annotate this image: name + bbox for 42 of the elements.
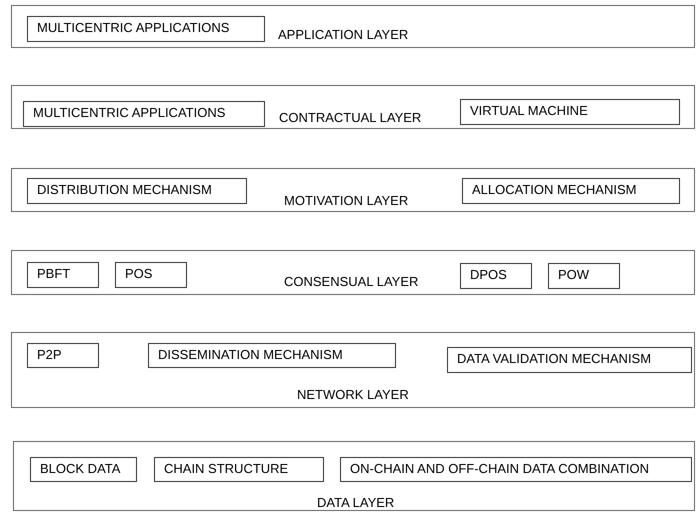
- component-label: DISTRIBUTION MECHANISM: [37, 182, 213, 198]
- component-label: ALLOCATION MECHANISM: [472, 182, 638, 198]
- layer-title: CONTRACTUAL LAYER: [279, 110, 422, 126]
- component-box: [447, 347, 692, 373]
- component-box: [460, 99, 680, 125]
- layer-panel: [11, 168, 695, 212]
- component-box: [460, 263, 532, 289]
- component-label: DPOS: [470, 267, 508, 283]
- component-box: [340, 457, 692, 482]
- component-label: MULTICENTRIC APPLICATIONS: [33, 105, 226, 121]
- component-box: [115, 262, 187, 288]
- layer-title: DATA LAYER: [317, 495, 394, 511]
- layer-title: MOTIVATION LAYER: [284, 193, 408, 209]
- component-box: [148, 343, 396, 368]
- component-box: [23, 101, 265, 127]
- layer-panel: [11, 250, 695, 295]
- component-box: [27, 178, 247, 204]
- component-box: [27, 262, 99, 288]
- component-box: [154, 457, 324, 482]
- component-box: [27, 16, 265, 42]
- layer-title: CONSENSUAL LAYER: [284, 274, 418, 290]
- layer-panel: [13, 441, 695, 511]
- component-label: POW: [558, 267, 590, 283]
- component-label: PBFT: [37, 266, 72, 282]
- component-label: CHAIN STRUCTURE: [164, 461, 290, 477]
- component-label: DATA VALIDATION MECHANISM: [457, 351, 652, 367]
- component-label: ON-CHAIN AND OFF-CHAIN DATA COMBINATION: [350, 461, 650, 477]
- layer-panel: [11, 85, 695, 129]
- component-label: DISSEMINATION MECHANISM: [158, 347, 344, 363]
- layer-panel: [11, 332, 695, 408]
- component-label: POS: [125, 266, 154, 282]
- layer-title: APPLICATION LAYER: [278, 27, 408, 43]
- component-label: VIRTUAL MACHINE: [470, 103, 589, 119]
- component-box: [30, 457, 137, 482]
- component-label: P2P: [37, 347, 63, 363]
- layer-panel: [11, 5, 695, 48]
- component-box: [462, 178, 680, 204]
- layer-title: NETWORK LAYER: [297, 387, 409, 403]
- component-box: [548, 263, 620, 289]
- component-box: [27, 343, 99, 368]
- component-label: MULTICENTRIC APPLICATIONS: [37, 20, 230, 36]
- component-label: BLOCK DATA: [40, 461, 122, 477]
